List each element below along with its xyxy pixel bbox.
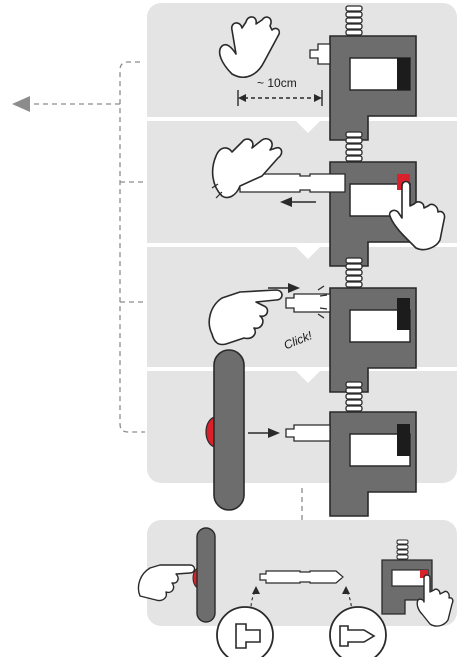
step-arrow-icon: [296, 247, 320, 259]
step-arrow-icon: [296, 371, 320, 383]
step-3: Click!: [208, 257, 417, 393]
pointing-hand-icon: [208, 289, 283, 346]
summary: [137, 527, 454, 657]
grabbing-hand-icon: [211, 137, 283, 199]
back-arrow-icon: [12, 96, 30, 112]
bracket-connector: [30, 61, 145, 433]
step-2: [211, 131, 446, 267]
press-hand-icon: [388, 180, 446, 251]
small-press-hand-icon: [416, 574, 454, 627]
step-arrow-icon: [296, 121, 320, 133]
small-pointing-hand-icon: [137, 564, 196, 602]
small-mechanism: [381, 539, 454, 627]
step-4: [205, 349, 417, 517]
vertical-bar: [213, 349, 245, 511]
open-hand-icon: [218, 16, 281, 78]
detail-circle-right: [329, 606, 387, 657]
detail-circle-left: [216, 606, 274, 657]
distance-label: ~ 10cm: [257, 76, 297, 90]
step-1: ~ 10cm: [218, 5, 417, 141]
